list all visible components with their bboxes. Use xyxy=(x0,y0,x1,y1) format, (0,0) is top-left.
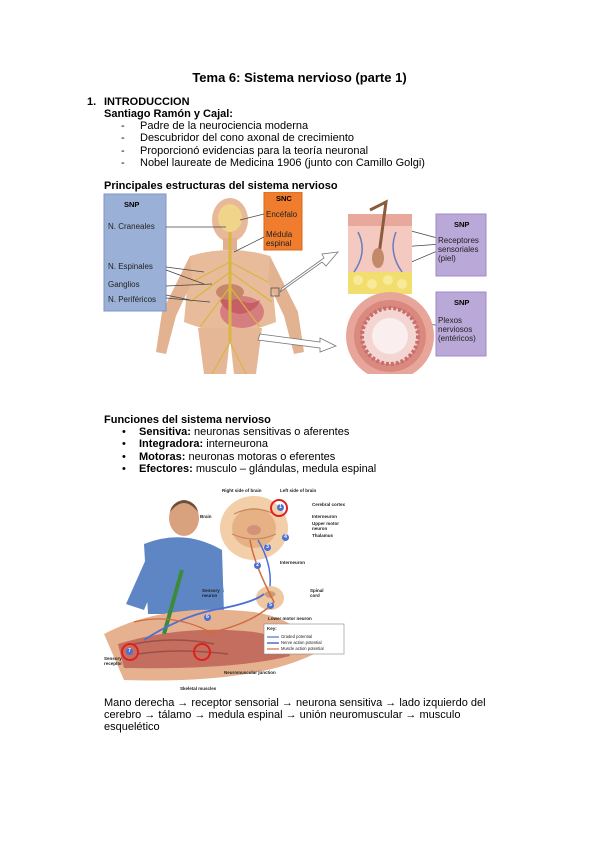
list-item: -Descubridor del cono axonal de crecimie… xyxy=(121,132,355,145)
label-left-brain: Left side of brain xyxy=(280,488,317,493)
right-bottom-box-text: Plexos nerviosos (entéricos) xyxy=(438,316,476,343)
page-title: Tema 6: Sistema nervioso (parte 1) xyxy=(192,70,407,85)
human-body-icon xyxy=(156,198,304,375)
snp-item-perifericos: N. Periféricos xyxy=(108,295,157,304)
label-cerebral-cortex: Cerebral cortex xyxy=(312,502,346,507)
section-heading: INTRODUCCION xyxy=(104,96,190,108)
label-sensory-receptor: Sensory receptor xyxy=(104,656,123,666)
connector-lines xyxy=(165,213,457,326)
step-badge: 5 xyxy=(267,602,274,609)
snc-box-title: SNC xyxy=(276,194,292,203)
step-badge: 6 xyxy=(204,614,211,621)
list-item: -Proporcionó evidencias para la teoría n… xyxy=(121,144,369,157)
caption-line-2: cerebro → tálamo → medula espinal → unió… xyxy=(104,709,461,721)
list-item: •Sensitiva: neuronas sensitivas o aferen… xyxy=(122,426,350,438)
label-right-brain: Right side of brain xyxy=(222,488,262,493)
step-badge: 4 xyxy=(282,534,289,541)
figure1-heading: Principales estructuras del sistema nerv… xyxy=(104,180,338,192)
label-interneuron: Interneuron xyxy=(280,560,306,565)
snp-item-craneales: N. Craneales xyxy=(108,222,155,231)
functions-list: •Sensitiva: neuronas sensitivas o aferen… xyxy=(122,426,377,476)
snp-box-title: SNP xyxy=(124,200,140,209)
nervous-system-figure: SNP N. Craneales N. Espinales Ganglios N… xyxy=(100,191,500,380)
step-badge: 3 xyxy=(264,544,271,551)
step-badge: 7 xyxy=(126,648,133,655)
list-item: -Padre de la neurociencia moderna xyxy=(121,120,309,132)
right-top-box-title: SNP xyxy=(454,220,470,229)
label-interneuron-top: Interneuron xyxy=(312,514,338,519)
label-spinal-cord: Spinal cord xyxy=(310,588,324,598)
reflex-pathway-figure: 1 2 3 4 5 6 7 Right side of brain Left s… xyxy=(104,484,368,696)
section-subheading: Santiago Ramón y Cajal: xyxy=(104,108,233,120)
step-badge: 1 xyxy=(277,504,284,511)
step-badge: 2 xyxy=(254,562,261,569)
key-item: Graded potential xyxy=(281,634,312,639)
snp-item-espinales: N. Espinales xyxy=(108,262,153,271)
list-item: •Motoras: neuronas motoras o eferentes xyxy=(122,450,336,463)
caption-line-1: Mano derecha → receptor sensorial → neur… xyxy=(104,697,486,709)
list-item: •Efectores: musculo – glándulas, medula … xyxy=(122,463,377,476)
label-sensory-neuron: Sensory neuron xyxy=(202,588,220,598)
label-brain: Brain xyxy=(200,514,212,519)
functions-heading: Funciones del sistema nervioso xyxy=(104,414,271,426)
label-skeletal: Skeletal muscles xyxy=(180,686,217,691)
section-number: 1. xyxy=(87,96,97,108)
arrow-icon xyxy=(279,251,339,293)
nervous-system-illustration xyxy=(103,191,487,380)
person-icon xyxy=(126,500,224,614)
arrow-icon xyxy=(257,333,337,353)
caption-line-3: esquelético xyxy=(104,721,160,733)
intestine-cross-section-icon xyxy=(346,292,434,380)
right-bottom-box-title: SNP xyxy=(454,298,470,307)
list-item: •Integradora: interneurona xyxy=(122,438,269,451)
right-top-box-text: Receptores sensoriales (piel) xyxy=(438,236,479,263)
key-title: Key: xyxy=(267,626,277,631)
skin-illustration-icon xyxy=(348,199,412,294)
label-upper-motor: Upper motor neuron xyxy=(312,521,339,531)
label-thalamus: Thalamus xyxy=(312,533,334,538)
snc-item-medula: Médula espinal xyxy=(266,230,293,248)
label-nmj: Neuromuscular junction xyxy=(224,670,276,675)
reflex-pathway-illustration xyxy=(104,496,345,681)
brain-icon xyxy=(220,496,288,560)
key-item: Muscle action potential xyxy=(281,646,324,651)
snp-item-ganglios: Ganglios xyxy=(108,280,140,289)
key-item: Nerve action potential xyxy=(281,640,322,645)
snc-item-encefalo: Encéfalo xyxy=(266,210,298,219)
dash-list: -Padre de la neurociencia moderna -Descu… xyxy=(121,120,425,170)
label-lower-motor: Lower motor neuron xyxy=(268,616,312,621)
list-item: -Nobel laureate de Medicina 1906 (junto … xyxy=(121,157,425,170)
